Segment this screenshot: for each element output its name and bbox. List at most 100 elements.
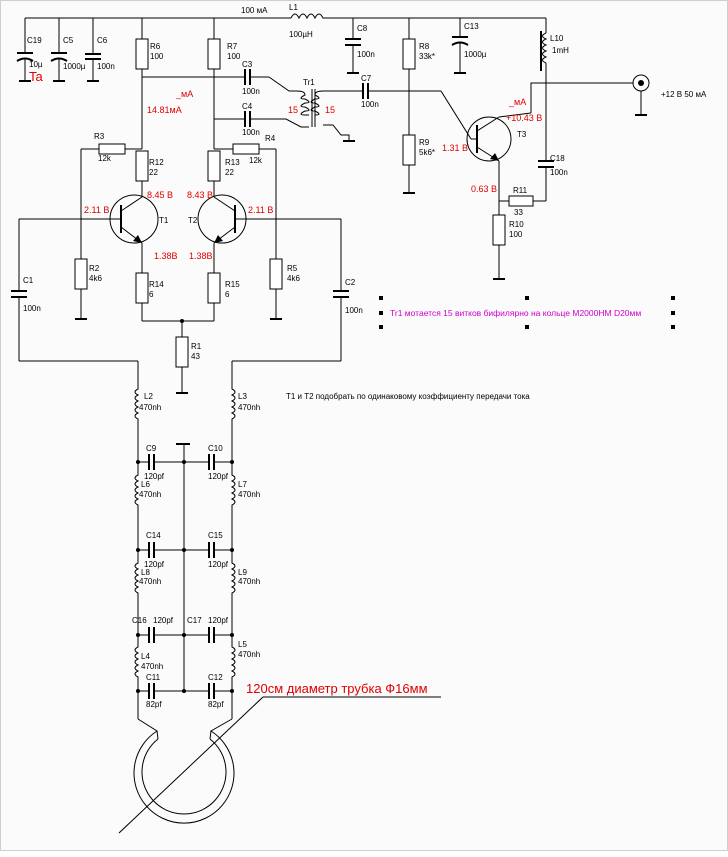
r11-ref: R11 <box>513 186 528 195</box>
t3-collector-voltage: +10.43 В <box>506 113 542 123</box>
resistor-r12: R12 22 <box>135 150 164 197</box>
l9-ref: L9 <box>238 568 247 577</box>
l7-ref: L7 <box>238 480 247 489</box>
r7-value: 100 <box>227 52 241 61</box>
decoupling-c5: C5 1000µ <box>50 18 86 82</box>
r4-value: 12k <box>249 156 263 165</box>
c4-value: 100n <box>242 128 260 137</box>
inductor-l1 <box>290 13 329 20</box>
r13-value: 22 <box>225 168 234 177</box>
c17-value: 120pf <box>208 616 229 625</box>
t3-base-voltage: 1.31 В <box>442 143 468 153</box>
c9-value: 120pf <box>144 472 165 481</box>
capacitor-c1: C1 100n <box>11 218 138 362</box>
c15-ref: C15 <box>208 531 223 540</box>
wire-t3-collector <box>530 82 546 113</box>
transformer-note: Tr1 мотается 15 витков бифилярно на коль… <box>390 308 641 318</box>
c10-ref: C10 <box>208 444 223 453</box>
l8-ref: L8 <box>141 568 150 577</box>
c11-value: 82pf <box>146 700 162 709</box>
r7-ref: R7 <box>227 42 238 51</box>
r5-ref: R5 <box>287 264 298 273</box>
c15-value: 120pf <box>208 560 229 569</box>
r14-value: 6 <box>149 290 154 299</box>
resistor-r11: R11 33 <box>499 186 546 217</box>
c7-ref: C7 <box>361 74 372 83</box>
r5-value: 4k6 <box>287 274 300 283</box>
capacitor-c8: C8 100n <box>345 18 375 74</box>
inductor-l5 <box>230 635 236 691</box>
c11-ref: C11 <box>146 673 161 682</box>
l6-value: 470nh <box>139 490 161 499</box>
l7-value: 470nh <box>238 490 260 499</box>
wire-t3-base <box>440 90 472 140</box>
r12-ref: R12 <box>149 158 164 167</box>
t2-ref: T2 <box>188 216 198 225</box>
l3-ref: L3 <box>238 392 247 401</box>
l3-value: 470nh <box>238 403 260 412</box>
resistor-r9: R9 5k6* <box>402 134 435 194</box>
l10-ref: L10 <box>550 34 564 43</box>
c17-ref: C17 <box>187 616 202 625</box>
c2-value: 100n <box>345 306 363 315</box>
l4-ref: L4 <box>141 652 150 661</box>
transistor-t1: T1 <box>81 194 169 244</box>
wire-t3-c <box>498 112 532 118</box>
resistor-r3: R3 12k <box>80 132 142 219</box>
c13-value: 1000µ <box>464 50 487 59</box>
l10-value: 1mH <box>552 46 569 55</box>
c16-ref: C16 <box>132 616 147 625</box>
resistor-r5: R5 4k6 <box>269 219 300 320</box>
c5-value: 1000µ <box>63 62 86 71</box>
r15-ref: R15 <box>225 280 240 289</box>
l1-ref: L1 <box>289 3 298 12</box>
l9-value: 470nh <box>238 577 260 586</box>
inductor-l3 <box>230 361 236 462</box>
transformer-note-box: Tr1 мотается 15 витков бифилярно на коль… <box>379 296 675 329</box>
tr1-ref: Tr1 <box>303 78 315 87</box>
r6-value: 100 <box>150 52 164 61</box>
c18-ref: C18 <box>550 154 565 163</box>
t1-current-unit: _мА <box>175 89 193 99</box>
c1-value: 100n <box>23 304 41 313</box>
transistor-t3: T3 <box>466 116 527 162</box>
inductor-l8 <box>134 550 140 635</box>
t1-collector-current: 14.81мА <box>147 105 182 115</box>
r8-ref: R8 <box>419 42 430 51</box>
inductor-l9 <box>230 550 236 635</box>
resistor-r6: R6 100 <box>135 18 164 149</box>
transformer-tr1: Tr1 15 15 <box>288 78 359 142</box>
resistor-r8: R8 33k* <box>402 18 435 135</box>
r1-ref: R1 <box>191 342 202 351</box>
supply-rail: 100 мА L1 100µH <box>25 3 546 39</box>
t1-base-voltage: 2.11 В <box>84 205 109 215</box>
transistor-t2: T2 <box>188 194 276 244</box>
c19-ref: C19 <box>27 36 42 45</box>
c3-ref: C3 <box>242 60 253 69</box>
c14-value: 120pf <box>144 560 165 569</box>
r4-ref: R4 <box>265 134 276 143</box>
decoupling-c19: C19 10µ Ta <box>16 18 44 84</box>
r2-ref: R2 <box>89 264 100 273</box>
r9-ref: R9 <box>419 138 430 147</box>
l1-value: 100µH <box>289 30 313 39</box>
r3-ref: R3 <box>94 132 105 141</box>
inductor-l6 <box>134 462 140 550</box>
t2-base-voltage: 2.11 В <box>248 205 273 215</box>
c8-ref: C8 <box>357 24 368 33</box>
resistor-r13: R13 22 <box>207 150 240 197</box>
capacitor-c18: C18 100n <box>538 83 568 201</box>
r14-ref: R14 <box>149 280 164 289</box>
c10-value: 120pf <box>208 472 229 481</box>
t3-ref: T3 <box>517 130 527 139</box>
t2-collector-voltage: 8.43 В <box>187 190 213 200</box>
loop-antenna: 120см диаметр трубка Ф16мм <box>118 681 441 834</box>
c4-ref: C4 <box>242 102 253 111</box>
capacitor-c13: C13 1000µ <box>451 18 487 74</box>
t1-emitter-voltage: 1.38В <box>154 251 178 261</box>
c12-ref: C12 <box>208 673 223 682</box>
c6-value: 100n <box>97 62 115 71</box>
resistor-r10: R10 100 <box>492 201 524 280</box>
resistor-r14: R14 6 <box>135 243 164 321</box>
